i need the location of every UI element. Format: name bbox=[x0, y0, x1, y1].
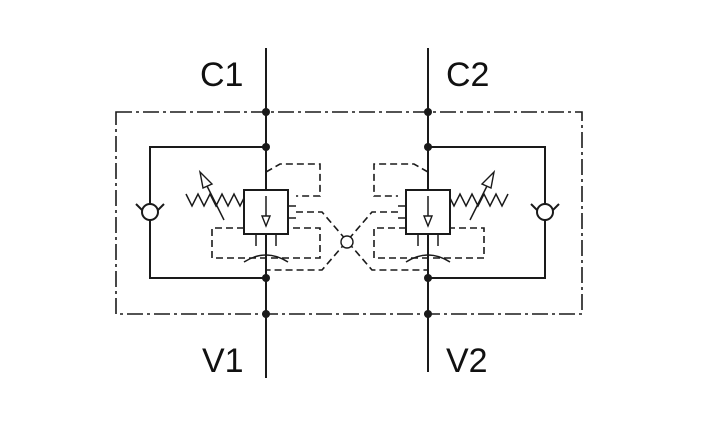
check-valve-right-icon bbox=[530, 203, 560, 221]
spring-left-icon bbox=[185, 192, 245, 208]
adjustable-arrow-left-icon bbox=[198, 169, 225, 221]
adjustable-arrow-right-icon bbox=[469, 169, 496, 221]
port-label-c1: C1 bbox=[200, 56, 243, 94]
spool-outlet-left bbox=[243, 254, 289, 263]
check-valve-left-icon bbox=[135, 203, 165, 221]
counterbalance-valve-right bbox=[398, 189, 451, 246]
pilot-chamber-right-lower bbox=[373, 227, 485, 259]
junction-dots bbox=[262, 108, 432, 318]
valve-body-enclosure bbox=[115, 111, 583, 315]
port-label-v1: V1 bbox=[202, 342, 244, 380]
pilot-crossover-lines bbox=[266, 211, 428, 271]
pilot-chamber-right-upper bbox=[373, 163, 429, 197]
pilot-chamber-left-lower bbox=[211, 227, 321, 259]
pilot-chamber-left-upper bbox=[265, 163, 321, 197]
port-label-c2: C2 bbox=[446, 56, 489, 94]
port-label-v2: V2 bbox=[446, 342, 488, 380]
spring-right-icon bbox=[449, 192, 509, 208]
spool-outlet-right bbox=[405, 254, 451, 263]
counterbalance-valve-left bbox=[243, 189, 296, 246]
